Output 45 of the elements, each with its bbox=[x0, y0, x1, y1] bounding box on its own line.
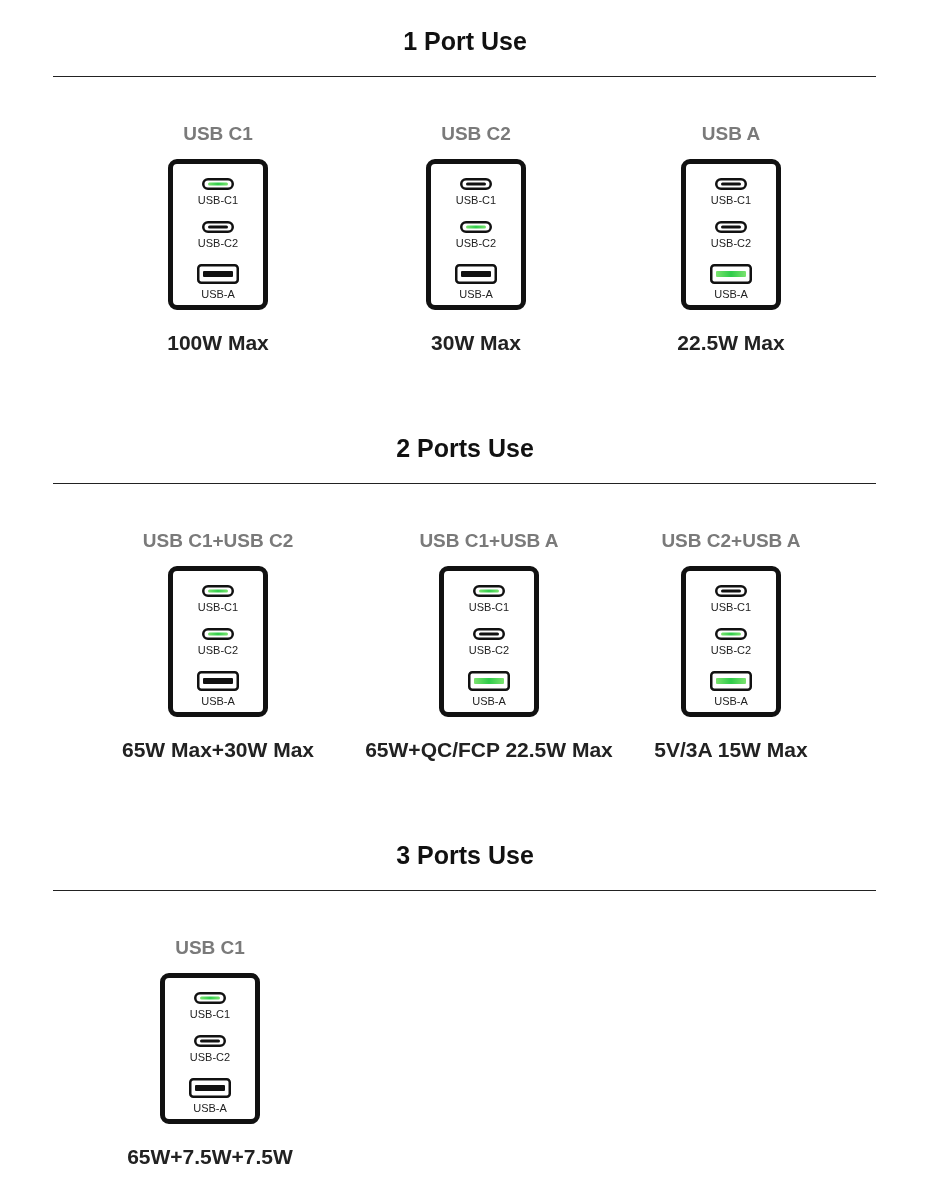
port-label: USB-C2 bbox=[189, 1051, 231, 1063]
power-output-label: 5V/3A 15W Max bbox=[654, 738, 808, 762]
port-label: USB-C1 bbox=[455, 194, 497, 206]
charger-outline bbox=[681, 566, 781, 717]
port-label: USB-A bbox=[472, 695, 506, 707]
port-label: USB-A bbox=[201, 695, 235, 707]
port-label: USB-C2 bbox=[197, 644, 239, 656]
port-label: USB-C2 bbox=[468, 644, 510, 656]
power-output-label: 100W Max bbox=[167, 331, 269, 355]
port-label: USB-C1 bbox=[189, 1008, 231, 1020]
power-output-label: 65W+QC/FCP 22.5W Max bbox=[365, 738, 613, 762]
power-output-label: 65W+7.5W+7.5W bbox=[127, 1145, 293, 1169]
port-label: USB-A bbox=[714, 288, 748, 300]
port-combination-label: USB C1 bbox=[183, 123, 253, 145]
port-label: USB-A bbox=[714, 695, 748, 707]
port-label: USB-C1 bbox=[197, 194, 239, 206]
port-label: USB-C1 bbox=[710, 194, 752, 206]
port-combination-label: USB C2 bbox=[441, 123, 511, 145]
port-label: USB-A bbox=[201, 288, 235, 300]
port-label: USB-C2 bbox=[710, 237, 752, 249]
port-label: USB-A bbox=[459, 288, 493, 300]
section-title: 1 Port Use bbox=[402, 26, 528, 56]
charger-outline bbox=[426, 159, 526, 310]
power-output-label: 65W Max+30W Max bbox=[122, 738, 314, 762]
charger-outline bbox=[168, 159, 268, 310]
charger-outline bbox=[681, 159, 781, 310]
port-combination-label: USB C1+USB A bbox=[419, 530, 559, 552]
section-title: 3 Ports Use bbox=[395, 840, 535, 870]
power-output-label: 22.5W Max bbox=[677, 331, 785, 355]
port-combination-label: USB C1+USB C2 bbox=[142, 530, 294, 552]
port-label: USB-C2 bbox=[197, 237, 239, 249]
port-label: USB-C1 bbox=[710, 601, 752, 613]
port-combination-label: USB A bbox=[701, 123, 761, 145]
port-label: USB-C2 bbox=[455, 237, 497, 249]
port-label: USB-C2 bbox=[710, 644, 752, 656]
port-label: USB-A bbox=[193, 1102, 227, 1114]
port-label: USB-C1 bbox=[468, 601, 510, 613]
charger-outline bbox=[168, 566, 268, 717]
port-combination-label: USB C1 bbox=[175, 937, 245, 959]
port-combination-label: USB C2+USB A bbox=[661, 530, 801, 552]
port-label: USB-C1 bbox=[197, 601, 239, 613]
section-title: 2 Ports Use bbox=[395, 433, 535, 463]
charger-outline bbox=[439, 566, 539, 717]
charger-outline bbox=[160, 973, 260, 1124]
power-output-label: 30W Max bbox=[431, 331, 521, 355]
